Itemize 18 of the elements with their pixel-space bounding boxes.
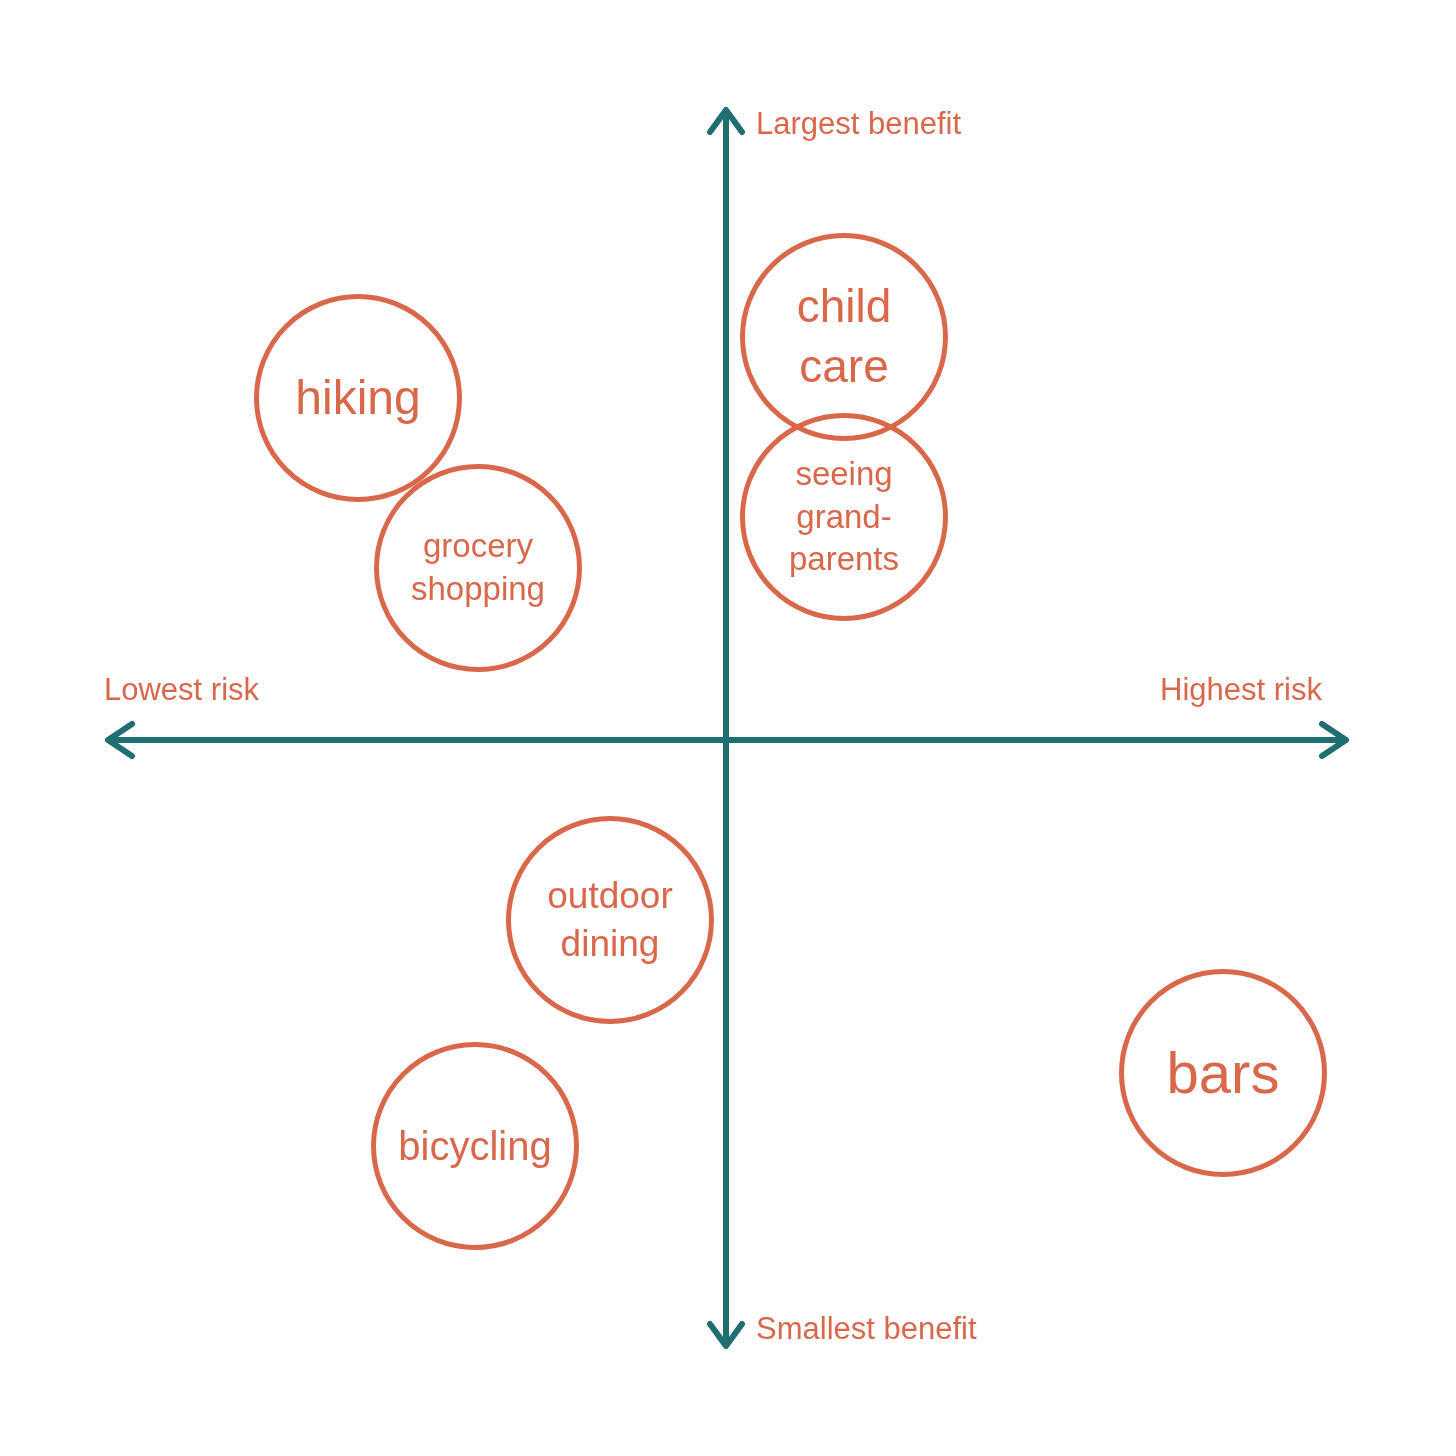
axis-label: Lowest risk [104, 672, 260, 708]
axis-label: Highest risk [1160, 672, 1322, 708]
activity-label: hiking [295, 369, 421, 426]
activity-circle [506, 816, 714, 1024]
axis-label: Smallest benefit [756, 1311, 977, 1347]
activity-circle [374, 464, 582, 672]
activity-circle [740, 233, 948, 441]
activity-label: seeing grand-parents [787, 453, 901, 580]
activity-circle [740, 413, 948, 621]
activity-label: outdoor dining [546, 873, 674, 966]
activity-label: child care [795, 279, 893, 394]
activity-circle [254, 294, 462, 502]
axis-label: Largest benefit [756, 106, 962, 142]
activity-circle [371, 1042, 579, 1250]
activity-label: grocery shopping [410, 526, 546, 609]
activity-label: bars [1166, 1039, 1280, 1108]
activity-label: bicycling [398, 1123, 552, 1170]
activity-circle [1119, 969, 1327, 1177]
